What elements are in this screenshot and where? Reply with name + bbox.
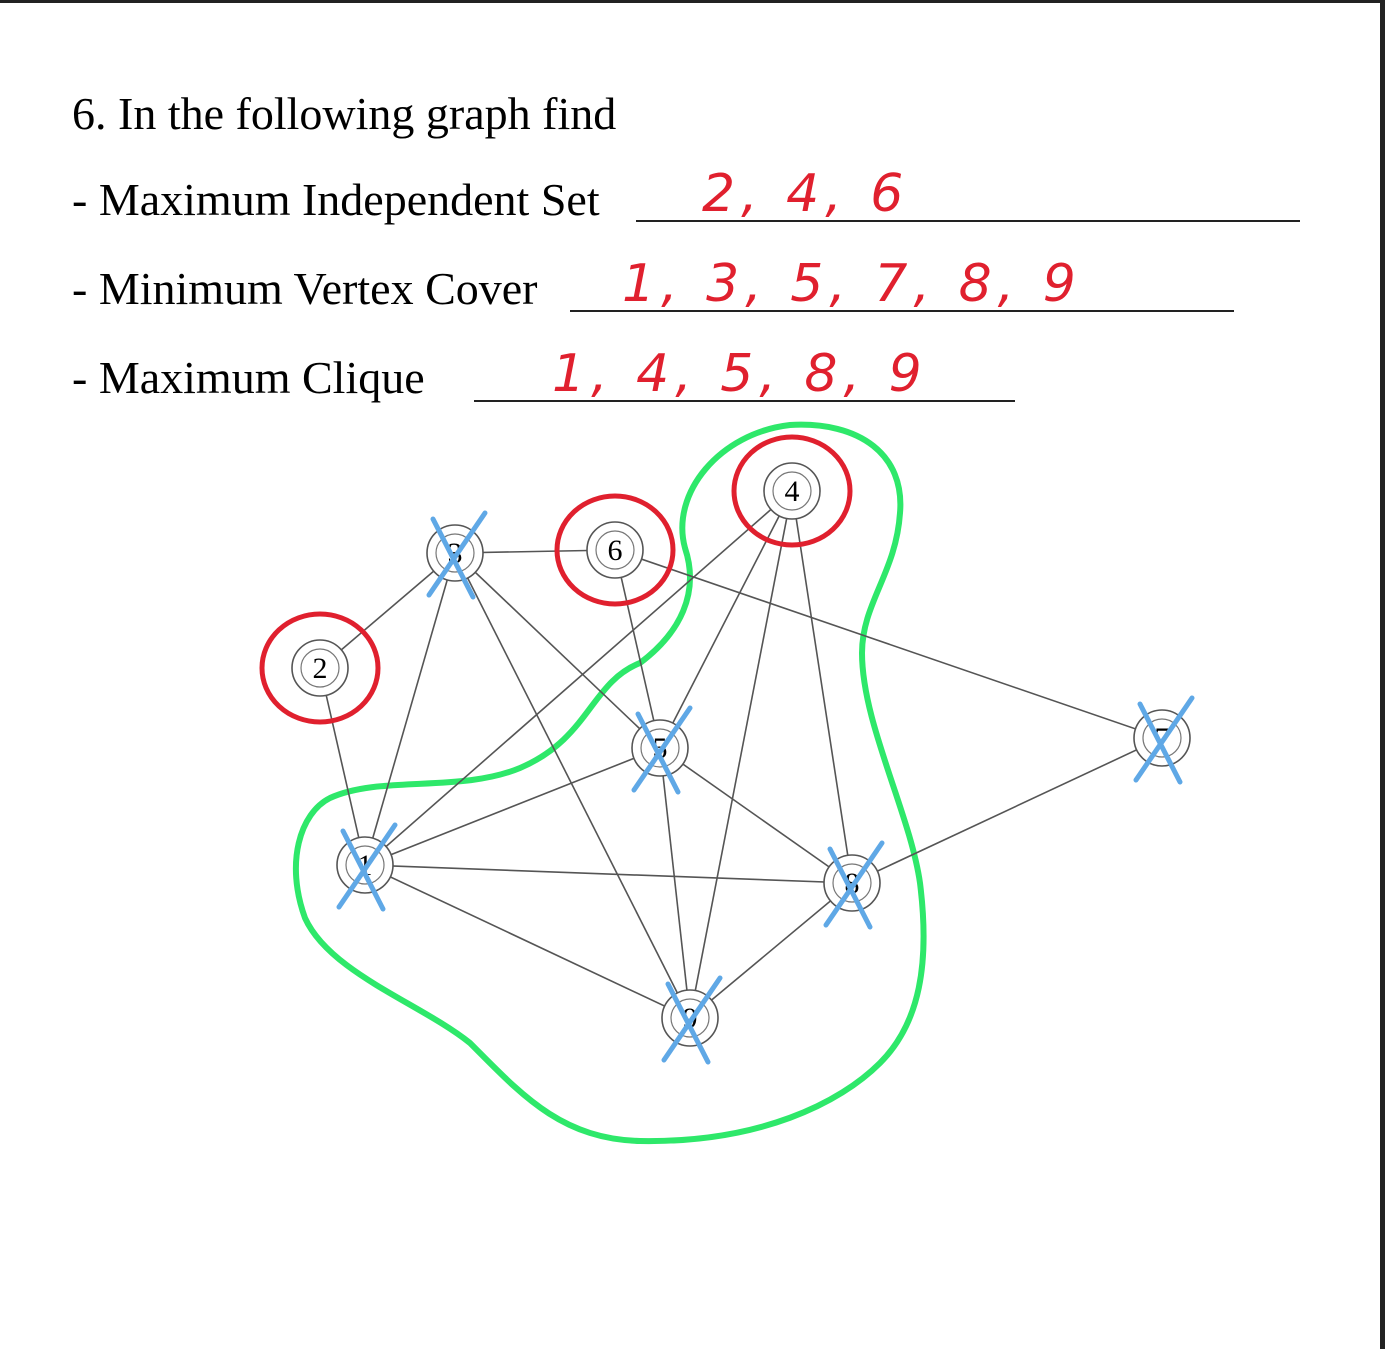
graph-edge-5-8	[659, 747, 853, 884]
node-label: 2	[313, 652, 328, 685]
blue-cross-stroke	[426, 510, 488, 598]
graph-edge-4-1	[364, 490, 793, 866]
graph-edge-4-5	[659, 490, 793, 749]
node-inner-circle	[1142, 718, 1182, 758]
graph-edge-1-9	[364, 864, 691, 1019]
blue-cross-stroke	[336, 822, 398, 910]
graph-node-3: 3	[426, 510, 488, 600]
node-inner-circle	[772, 471, 812, 511]
node-circle	[763, 462, 821, 520]
answer-clique: 1, 4, 5, 8, 9	[552, 344, 928, 404]
graph-nodes: 1 2 3 4 5 6 7 8 9	[259, 434, 1195, 1065]
graph-edge-5-1	[364, 747, 661, 866]
graph-edge-5-9	[659, 747, 691, 1019]
question-item-label: - Minimum Vertex Cover	[72, 263, 538, 314]
blue-cross-stroke	[631, 705, 693, 793]
graph-edge-3-9	[454, 552, 691, 1019]
blue-cross-stroke	[823, 840, 885, 928]
node-circle	[586, 521, 644, 579]
node-inner-circle	[640, 728, 680, 768]
node-inner-circle	[300, 648, 340, 688]
graph-edge-9-8	[689, 882, 853, 1019]
graph-edge-4-9	[689, 490, 793, 1019]
question-item-label: - Maximum Independent Set	[72, 174, 600, 225]
graph-edge-3-1	[364, 552, 456, 866]
graph-edge-8-7	[851, 737, 1163, 884]
graph-node-2: 2	[259, 611, 381, 725]
graph-diagram: 2, 4, 6 1, 3, 5, 7, 8, 9 1, 4, 5, 8, 9 1…	[259, 164, 1300, 1145]
question-item-label: - Maximum Clique	[72, 352, 425, 403]
graph-edge-6-7	[614, 549, 1163, 739]
question-title: 6. In the following graph find	[72, 88, 617, 139]
graph-node-5: 5	[631, 705, 693, 795]
answer-vertex-cover: 1, 3, 5, 7, 8, 9	[622, 254, 1082, 314]
graph-edge-4-8	[791, 490, 853, 884]
red-circle-mark	[554, 493, 676, 607]
red-circle-mark	[731, 434, 853, 548]
graph-node-8: 8	[823, 840, 885, 930]
graph-edge-2-1	[319, 667, 366, 866]
node-inner-circle	[435, 533, 475, 573]
node-circle	[291, 639, 349, 697]
clique-highlight-outline	[292, 421, 927, 1145]
red-circle-mark	[259, 611, 381, 725]
graph-node-7: 7	[1133, 695, 1195, 785]
question-item-vertex-cover: - Minimum Vertex Cover	[72, 266, 537, 312]
graph-node-4: 4	[731, 434, 853, 548]
question-item-clique: - Maximum Clique	[72, 355, 425, 401]
node-label: 6	[608, 534, 623, 567]
graph-edge-6-5	[614, 549, 661, 749]
graph-node-9: 9	[661, 975, 723, 1065]
graph-edge-3-5	[454, 552, 661, 749]
node-inner-circle	[595, 530, 635, 570]
graph-node-6: 6	[554, 493, 676, 607]
graph-node-1: 1	[336, 822, 398, 912]
blue-cross-stroke	[1133, 695, 1195, 783]
graph-edge-1-8	[364, 864, 853, 884]
blue-cross-stroke	[661, 975, 723, 1063]
node-inner-circle	[832, 863, 872, 903]
node-inner-circle	[345, 845, 385, 885]
node-inner-circle	[670, 998, 710, 1038]
graph-edge-2-3	[319, 552, 456, 669]
question-item-independent-set: - Maximum Independent Set	[72, 177, 600, 223]
node-label: 4	[785, 475, 800, 508]
answer-independent-set: 2, 4, 6	[702, 164, 909, 224]
graph-edges	[319, 490, 1163, 1019]
